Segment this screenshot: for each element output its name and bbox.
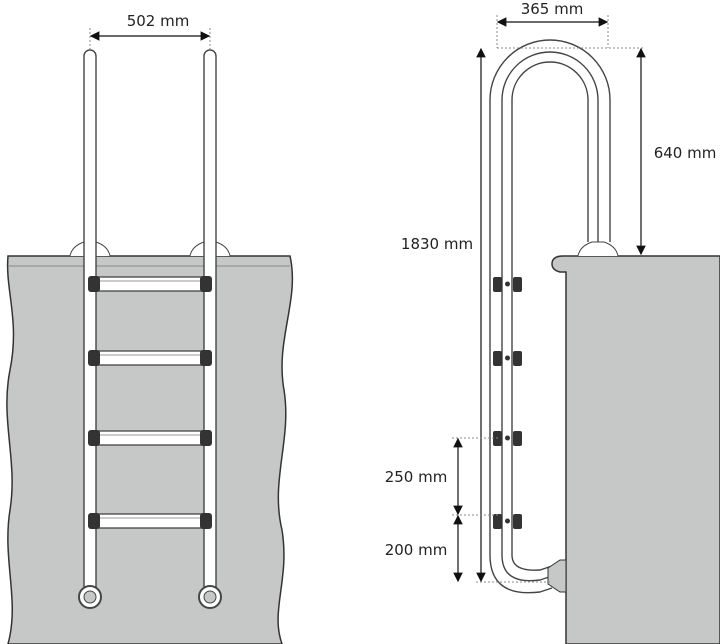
width-dimension-label: 502 mm: [127, 12, 190, 30]
ladder-rail-profile: [501, 51, 599, 582]
step-clamp: [200, 430, 212, 446]
right-rail-foot: [198, 585, 222, 609]
step-clamp: [88, 430, 100, 446]
front-wall: [6, 255, 294, 644]
step-clamp: [88, 513, 100, 529]
side-wall: [551, 255, 720, 644]
top-anchor-flange: [577, 241, 619, 257]
side-view: 365 mm 1830 mm 640 mm 250 mm 200 mm: [385, 0, 720, 644]
step-bracket: [493, 514, 522, 529]
step-spacing-label: 250 mm: [385, 468, 448, 486]
front-view: 502 mm: [6, 12, 294, 644]
step-clamp: [88, 276, 100, 292]
step-bracket: [493, 277, 522, 292]
step-clamp: [200, 513, 212, 529]
step-clamp: [200, 350, 212, 366]
left-rail-foot: [78, 585, 102, 609]
step-clamp: [88, 350, 100, 366]
step-clamp: [200, 276, 212, 292]
total-height-label: 1830 mm: [401, 235, 473, 253]
ladder-step: [88, 350, 212, 366]
above-deck-label: 640 mm: [654, 144, 717, 162]
bottom-wall-flange: [547, 559, 567, 593]
ladder-step: [88, 276, 212, 292]
depth-dimension-label: 365 mm: [521, 0, 584, 18]
step-bracket: [493, 351, 522, 366]
bottom-step-label: 200 mm: [385, 541, 448, 559]
ladder-step: [88, 430, 212, 446]
ladder-step: [88, 513, 212, 529]
